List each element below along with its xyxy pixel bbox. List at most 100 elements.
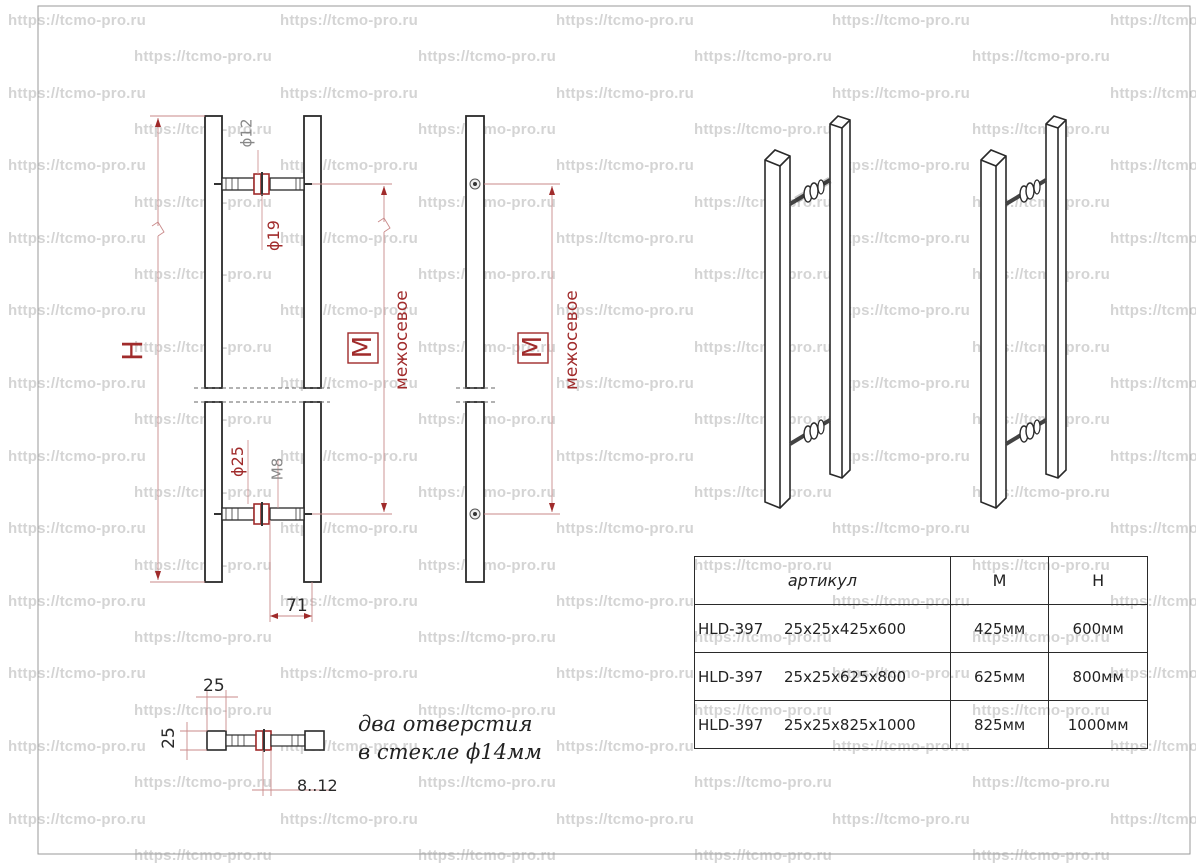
watermark-text: https://tcmo-pro.ru xyxy=(1110,520,1196,538)
watermark-text: https://tcmo-pro.ru xyxy=(8,810,146,828)
watermark-text: https://tcmo-pro.ru xyxy=(1110,810,1196,828)
watermark-text: https://tcmo-pro.ru xyxy=(280,810,418,828)
diameter-dim-lines xyxy=(247,150,279,508)
watermark-text: https://tcmo-pro.ru xyxy=(134,483,272,501)
watermark-text: https://tcmo-pro.ru xyxy=(556,592,694,610)
watermark-text: https://tcmo-pro.ru xyxy=(1110,229,1196,247)
watermark-text: https://tcmo-pro.ru xyxy=(134,701,272,719)
m-cell: 825мм xyxy=(949,700,1050,749)
dim-m-side-label: M xyxy=(518,335,548,359)
watermark-text: https://tcmo-pro.ru xyxy=(418,338,556,356)
watermark-text: https://tcmo-pro.ru xyxy=(832,520,970,538)
watermark-text: https://tcmo-pro.ru xyxy=(280,592,418,610)
watermark-text: https://tcmo-pro.ru xyxy=(972,774,1110,792)
watermark-text: https://tcmo-pro.ru xyxy=(418,629,556,647)
watermark-text: https://tcmo-pro.ru xyxy=(694,48,832,66)
watermark-text: https://tcmo-pro.ru xyxy=(694,483,832,501)
watermark-text: https://tcmo-pro.ru xyxy=(8,12,146,29)
watermark-text: https://tcmo-pro.ru xyxy=(556,520,694,538)
watermark-text: https://tcmo-pro.ru xyxy=(1110,157,1196,175)
right-bar-upper xyxy=(303,115,322,389)
watermark-text: https://tcmo-pro.ru xyxy=(8,665,146,683)
watermark-text: https://tcmo-pro.ru xyxy=(556,738,694,755)
watermark-text: https://tcmo-pro.ru xyxy=(694,338,832,356)
watermark-text: https://tcmo-pro.ru xyxy=(418,266,556,284)
dim-range-label: 8..12 xyxy=(297,776,338,795)
watermark-text: https://tcmo-pro.ru xyxy=(556,302,694,320)
watermark-text: https://tcmo-pro.ru xyxy=(418,556,556,574)
watermark-text: https://tcmo-pro.ru xyxy=(8,157,146,175)
h-cell: 800мм xyxy=(1048,652,1148,701)
isometric-view-1 xyxy=(764,115,851,509)
watermark-text: https://tcmo-pro.ru xyxy=(832,229,970,247)
watermark-text: https://tcmo-pro.ru xyxy=(972,48,1110,66)
top-view xyxy=(206,729,325,752)
watermark-text: https://tcmo-pro.ru xyxy=(418,774,556,792)
m-cell: 425мм xyxy=(949,604,1050,653)
watermark-text: https://tcmo-pro.ru xyxy=(694,120,832,138)
watermark-text: https://tcmo-pro.ru xyxy=(418,701,556,719)
isometric-view-2 xyxy=(980,115,1067,509)
dimension-m-front xyxy=(312,183,392,515)
watermark-text: https://tcmo-pro.ru xyxy=(832,84,970,102)
watermark-text: https://tcmo-pro.ru xyxy=(134,338,272,356)
watermark-text: https://tcmo-pro.ru xyxy=(134,48,272,66)
article-size: 25x25x825x1000 xyxy=(784,715,916,734)
watermark-text: https://tcmo-pro.ru xyxy=(134,774,272,792)
left-bar-lower xyxy=(204,401,223,583)
mezhosevoe-side-label: межосевое xyxy=(562,290,582,390)
dim-m-front-label: M xyxy=(348,335,378,359)
watermark-text: https://tcmo-pro.ru xyxy=(134,193,272,211)
watermark-text: https://tcmo-pro.ru xyxy=(556,810,694,828)
watermark-text: https://tcmo-pro.ru xyxy=(134,629,272,647)
watermark-text: https://tcmo-pro.ru xyxy=(8,520,146,538)
note-line-2: в стекле ϕ14мм xyxy=(358,740,542,764)
article-size: 25x25x625x800 xyxy=(784,667,907,686)
note-line-1: два отверстия xyxy=(358,712,533,736)
watermark-text: https://tcmo-pro.ru xyxy=(832,302,970,320)
watermark-text: https://tcmo-pro.ru xyxy=(694,266,832,284)
watermark-text: https://tcmo-pro.ru xyxy=(1110,375,1196,392)
watermark-text: https://tcmo-pro.ru xyxy=(418,411,556,429)
dimension-m-side xyxy=(484,183,560,515)
m-box-front xyxy=(347,332,379,364)
dim-d19-label: ϕ19 xyxy=(263,220,283,251)
top-view-dims xyxy=(180,690,336,796)
watermark-text: https://tcmo-pro.ru xyxy=(8,592,146,610)
watermark-text: https://tcmo-pro.ru xyxy=(8,302,146,320)
header-m: M xyxy=(949,556,1050,605)
watermark-text: https://tcmo-pro.ru xyxy=(1110,12,1196,29)
watermark-text: https://tcmo-pro.ru xyxy=(832,157,970,175)
dim-25-top-label: 25 xyxy=(203,676,225,696)
watermark-text: https://tcmo-pro.ru xyxy=(1110,302,1196,320)
watermark-text: https://tcmo-pro.ru xyxy=(556,157,694,175)
watermark-text: https://tcmo-pro.ru xyxy=(418,193,556,211)
watermark-text: https://tcmo-pro.ru xyxy=(134,411,272,429)
watermark-text: https://tcmo-pro.ru xyxy=(280,12,418,29)
left-bar-upper xyxy=(204,115,223,389)
watermark-text: https://tcmo-pro.ru xyxy=(1110,84,1196,102)
watermark-text: https://tcmo-pro.ru xyxy=(418,120,556,138)
watermark-text: https://tcmo-pro.ru xyxy=(8,229,146,247)
watermark-text: https://tcmo-pro.ru xyxy=(832,810,970,828)
table-header-row: артикул M H xyxy=(694,556,1148,605)
header-h: H xyxy=(1048,556,1148,605)
watermark-text: https://tcmo-pro.ru xyxy=(832,375,970,392)
right-bar-lower xyxy=(303,401,322,583)
watermark-text: https://tcmo-pro.ru xyxy=(8,375,146,392)
watermark-text: https://tcmo-pro.ru xyxy=(694,774,832,792)
watermark-text: https://tcmo-pro.ru xyxy=(280,665,418,683)
mezhosevoe-front-label: межосевое xyxy=(392,290,412,390)
article-code: HLD-397 xyxy=(698,619,764,638)
watermark-text: https://tcmo-pro.ru xyxy=(134,120,272,138)
side-view xyxy=(456,115,496,583)
watermark-text: https://tcmo-pro.ru xyxy=(8,447,146,465)
h-cell: 600мм xyxy=(1048,604,1148,653)
watermark-text: https://tcmo-pro.ru xyxy=(8,84,146,102)
